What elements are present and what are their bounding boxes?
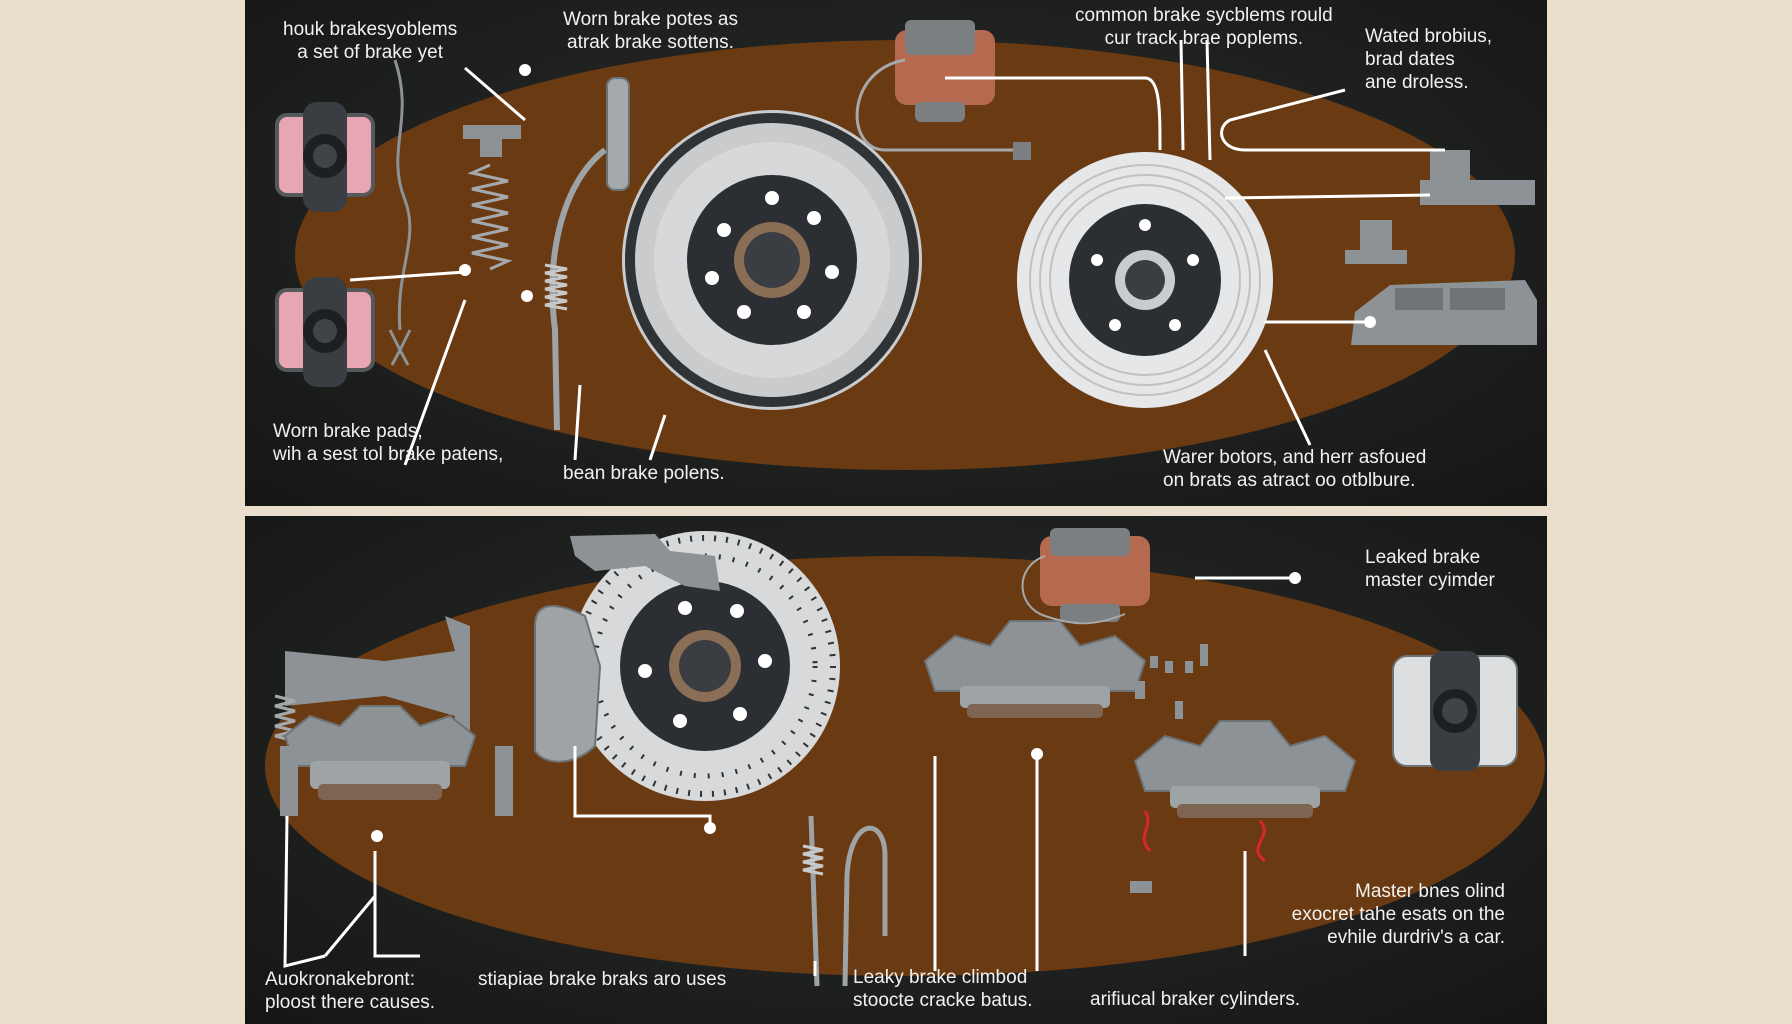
master-cylinder-cable — [1021, 555, 1126, 625]
top-diagram-graphics — [275, 20, 1537, 470]
caliper-bracket — [463, 125, 521, 157]
guide-pin-left — [280, 746, 298, 816]
label-top-2: Worn brake potes as atrak brake sottens. — [563, 9, 738, 53]
caliper-top-housing — [570, 534, 720, 591]
brake-hose-bottom-2 — [842, 825, 888, 987]
label-bottom-1: Leaked brake master cyimder — [1365, 547, 1495, 591]
caliper-on-rotor — [534, 605, 602, 763]
arm-spring — [274, 694, 296, 743]
wear-sensor-clip — [388, 329, 412, 366]
caliper-bottom-right — [1133, 720, 1357, 818]
brake-pad-caliper-right — [1392, 651, 1518, 771]
return-spring — [467, 163, 513, 271]
brake-pad-set-upper — [275, 102, 375, 212]
top-leader-dots — [459, 64, 1376, 328]
brake-hose-coil — [544, 263, 568, 311]
master-cylinder-copper — [1040, 528, 1150, 622]
label-bottom-2: Master bnes olind exocret tahe esats on … — [1291, 881, 1505, 948]
wear-sensor-wire — [393, 59, 412, 331]
knuckle-arm — [285, 616, 470, 756]
brake-caliper-copper-top — [895, 20, 995, 122]
label-top-6: bean brake polens. — [563, 463, 725, 484]
bottom-diagram-graphics — [265, 528, 1545, 987]
brake-line-rotor — [573, 746, 712, 826]
small-fasteners — [1130, 644, 1208, 893]
hose-spring-fitting — [606, 77, 630, 191]
caliper-mount-block — [1420, 150, 1535, 205]
bottom-diagram-panel: Leaked brake master cyimder Master bnes … — [245, 516, 1547, 1024]
caliper-bottom-left — [283, 705, 477, 800]
brake-rotor-main — [622, 110, 922, 410]
brake-hose-bottom-1 — [808, 815, 820, 987]
label-bottom-3: Auokronakebront: ploost there causes. — [265, 969, 436, 1013]
brake-pad-set-lower — [275, 277, 375, 387]
brake-rotor-worn — [1017, 152, 1273, 408]
bottom-leader-lines — [283, 576, 1295, 976]
cable-connector — [1013, 142, 1031, 160]
top-diagram-panel: houk brakesyoblems a set of brake yet Wo… — [245, 0, 1547, 506]
car-window-rear — [1450, 288, 1505, 310]
label-top-3: common brake sycblems rould cur track br… — [1075, 5, 1333, 49]
top-leader-lines — [349, 39, 1445, 466]
car-window — [1395, 288, 1443, 310]
label-top-1: houk brakesyoblems a set of brake yet — [283, 19, 458, 63]
label-bottom-6: arifiucal braker cylinders. — [1090, 989, 1301, 1010]
guide-pin-right — [495, 746, 513, 816]
label-top-4: Wated brobius, brad dates ane droless. — [1365, 26, 1493, 93]
label-bottom-5: Leaky brake climbod stoocte cracke batus… — [853, 967, 1033, 1011]
brake-fluid-leak — [1142, 810, 1266, 863]
small-bracket — [1345, 220, 1407, 264]
label-top-7: Warer botors, and herr asfoued on brats … — [1163, 447, 1427, 491]
drilled-brake-rotor — [570, 531, 840, 801]
hose-coil-bottom — [802, 844, 824, 876]
caliper-bottom-middle — [923, 620, 1147, 718]
caliper-sensor-cable — [855, 58, 1015, 152]
label-top-5: Worn brake pads, wih a sest tol brake pa… — [273, 421, 504, 465]
brake-hose-left — [549, 147, 607, 431]
bottom-leader-dots — [371, 572, 1301, 842]
label-bottom-4: stiapiae brake braks aro uses — [478, 969, 727, 990]
